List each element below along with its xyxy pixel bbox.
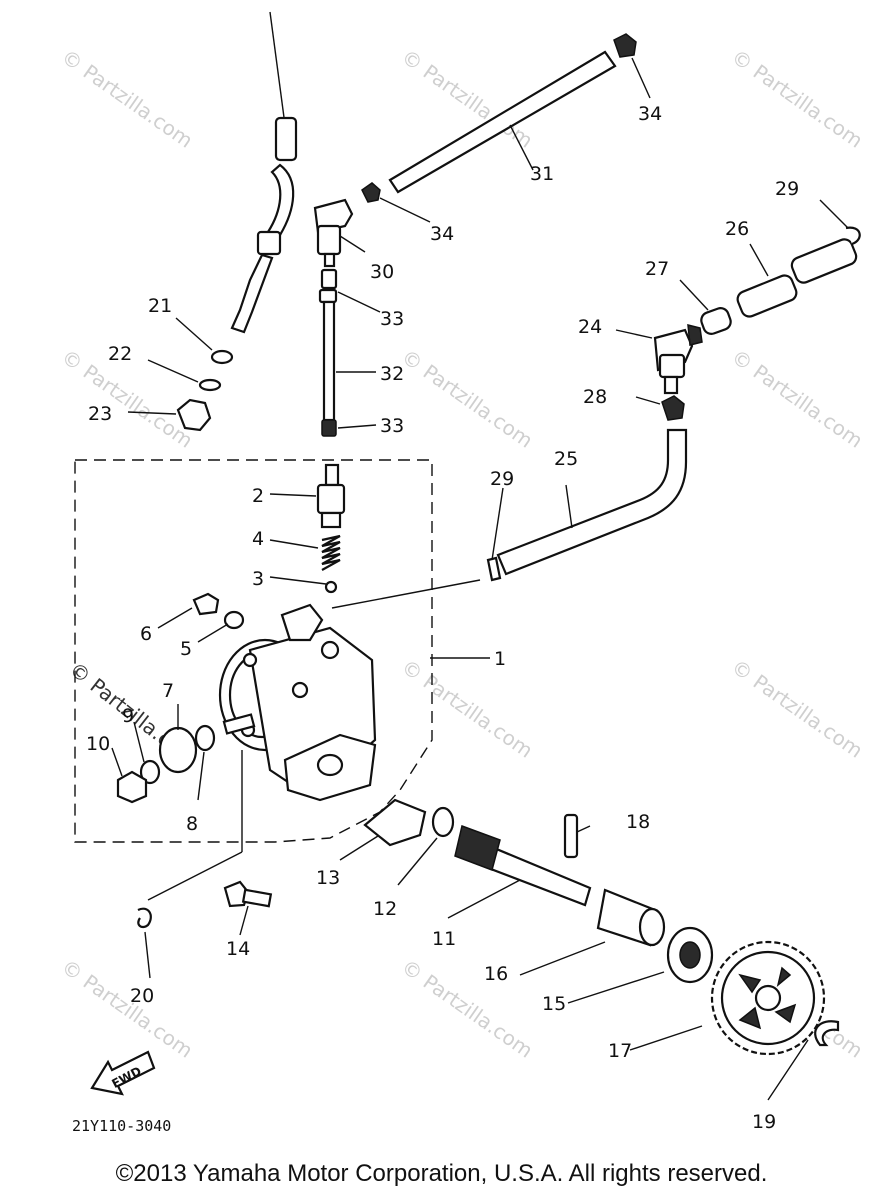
oil-pump-cable bbox=[230, 11, 298, 334]
callout-27: 27 bbox=[645, 258, 669, 280]
drive-shaft-11 bbox=[454, 825, 592, 907]
watermark: © Partzilla.com bbox=[727, 44, 867, 152]
callout-2: 2 bbox=[252, 485, 264, 507]
hose-26b bbox=[790, 238, 858, 284]
callout-14: 14 bbox=[226, 938, 250, 960]
leader-lines bbox=[111, 57, 849, 1101]
callout-30: 30 bbox=[370, 261, 394, 283]
callout-31: 31 bbox=[530, 163, 554, 185]
callout-25: 25 bbox=[554, 448, 578, 470]
gear-17 bbox=[710, 940, 826, 1056]
callout-10: 10 bbox=[86, 733, 110, 755]
callout-26: 26 bbox=[725, 218, 749, 240]
nut-23 bbox=[176, 398, 212, 432]
delivery-pipe-31 bbox=[388, 50, 617, 194]
callout-33-lower: 33 bbox=[380, 415, 404, 437]
callout-33-upper: 33 bbox=[380, 308, 404, 330]
diagram-code: 21Y110-3040 bbox=[72, 1117, 172, 1135]
callout-9: 9 bbox=[122, 705, 134, 727]
callout-12: 12 bbox=[373, 898, 397, 920]
nut-28 bbox=[661, 395, 685, 421]
callout-34-lower: 34 bbox=[430, 223, 454, 245]
spring-4 bbox=[321, 534, 341, 571]
callout-23: 23 bbox=[88, 403, 112, 425]
callout-8: 8 bbox=[186, 813, 198, 835]
ball-3 bbox=[324, 580, 338, 594]
pin-18 bbox=[563, 813, 579, 859]
washer-8 bbox=[194, 724, 216, 752]
pulley-7 bbox=[158, 726, 198, 774]
copyright-notice: ©2013 Yamaha Motor Corporation, U.S.A. A… bbox=[115, 1160, 768, 1187]
callout-34-upper: 34 bbox=[638, 103, 662, 125]
bearing-15 bbox=[666, 926, 714, 984]
callout-1: 1 bbox=[494, 648, 506, 670]
circlip-19 bbox=[814, 1020, 840, 1047]
callout-19: 19 bbox=[752, 1111, 776, 1133]
callout-3: 3 bbox=[252, 568, 264, 590]
callout-29-lower: 29 bbox=[490, 468, 514, 490]
washer-5 bbox=[223, 610, 245, 630]
nut-34-lower bbox=[361, 182, 381, 203]
watermark: © Partzilla.com bbox=[397, 344, 537, 452]
callout-7: 7 bbox=[162, 680, 174, 702]
washer-21 bbox=[210, 349, 234, 365]
watermark: © Partzilla.com bbox=[57, 954, 197, 1062]
banjo-bolt-2 bbox=[316, 463, 346, 529]
callout-13: 13 bbox=[316, 867, 340, 889]
clip-29-upper bbox=[845, 226, 861, 246]
callout-28: 28 bbox=[583, 386, 607, 408]
callout-17: 17 bbox=[608, 1040, 632, 1062]
callout-18: 18 bbox=[626, 811, 650, 833]
hose-27 bbox=[700, 307, 732, 335]
oil-seal-12 bbox=[431, 806, 455, 838]
callout-15: 15 bbox=[542, 993, 566, 1015]
watermark: © Partzilla.com bbox=[727, 654, 867, 762]
bolt-6 bbox=[192, 592, 220, 616]
collar-16 bbox=[596, 888, 666, 947]
callout-5: 5 bbox=[180, 638, 192, 660]
hose-25 bbox=[496, 428, 688, 576]
callout-6: 6 bbox=[140, 623, 152, 645]
oil-pump-1 bbox=[218, 603, 377, 802]
watermark: © Partzilla.com bbox=[57, 44, 197, 152]
washer-9 bbox=[139, 759, 161, 785]
bolt-14 bbox=[223, 880, 273, 908]
callout-32: 32 bbox=[380, 363, 404, 385]
fwd-arrow-icon: FWD bbox=[90, 1050, 156, 1096]
nut-10 bbox=[116, 770, 148, 804]
callouts: 1 2 3 4 5 6 7 8 9 10 11 12 13 14 15 16 1… bbox=[86, 103, 799, 1133]
callout-11: 11 bbox=[432, 928, 456, 950]
union-24 bbox=[653, 324, 703, 395]
delivery-pipe-32 bbox=[318, 268, 338, 437]
watermark: © Partzilla.com bbox=[397, 654, 537, 762]
watermark: © Partzilla.com bbox=[397, 954, 537, 1062]
callout-21: 21 bbox=[148, 295, 172, 317]
callout-29-upper: 29 bbox=[775, 178, 799, 200]
callout-22: 22 bbox=[108, 343, 132, 365]
callout-24: 24 bbox=[578, 316, 602, 338]
clip-29-lower bbox=[486, 556, 502, 582]
watermark: © Partzilla.com bbox=[727, 344, 867, 452]
nut-34-upper bbox=[613, 33, 637, 58]
union-30 bbox=[313, 198, 354, 268]
callout-4: 4 bbox=[252, 528, 264, 550]
callout-20: 20 bbox=[130, 985, 154, 1007]
clip-20 bbox=[137, 907, 152, 929]
washer-22 bbox=[198, 378, 222, 392]
hose-26a bbox=[736, 274, 798, 318]
callout-16: 16 bbox=[484, 963, 508, 985]
gasket-13 bbox=[363, 798, 427, 847]
